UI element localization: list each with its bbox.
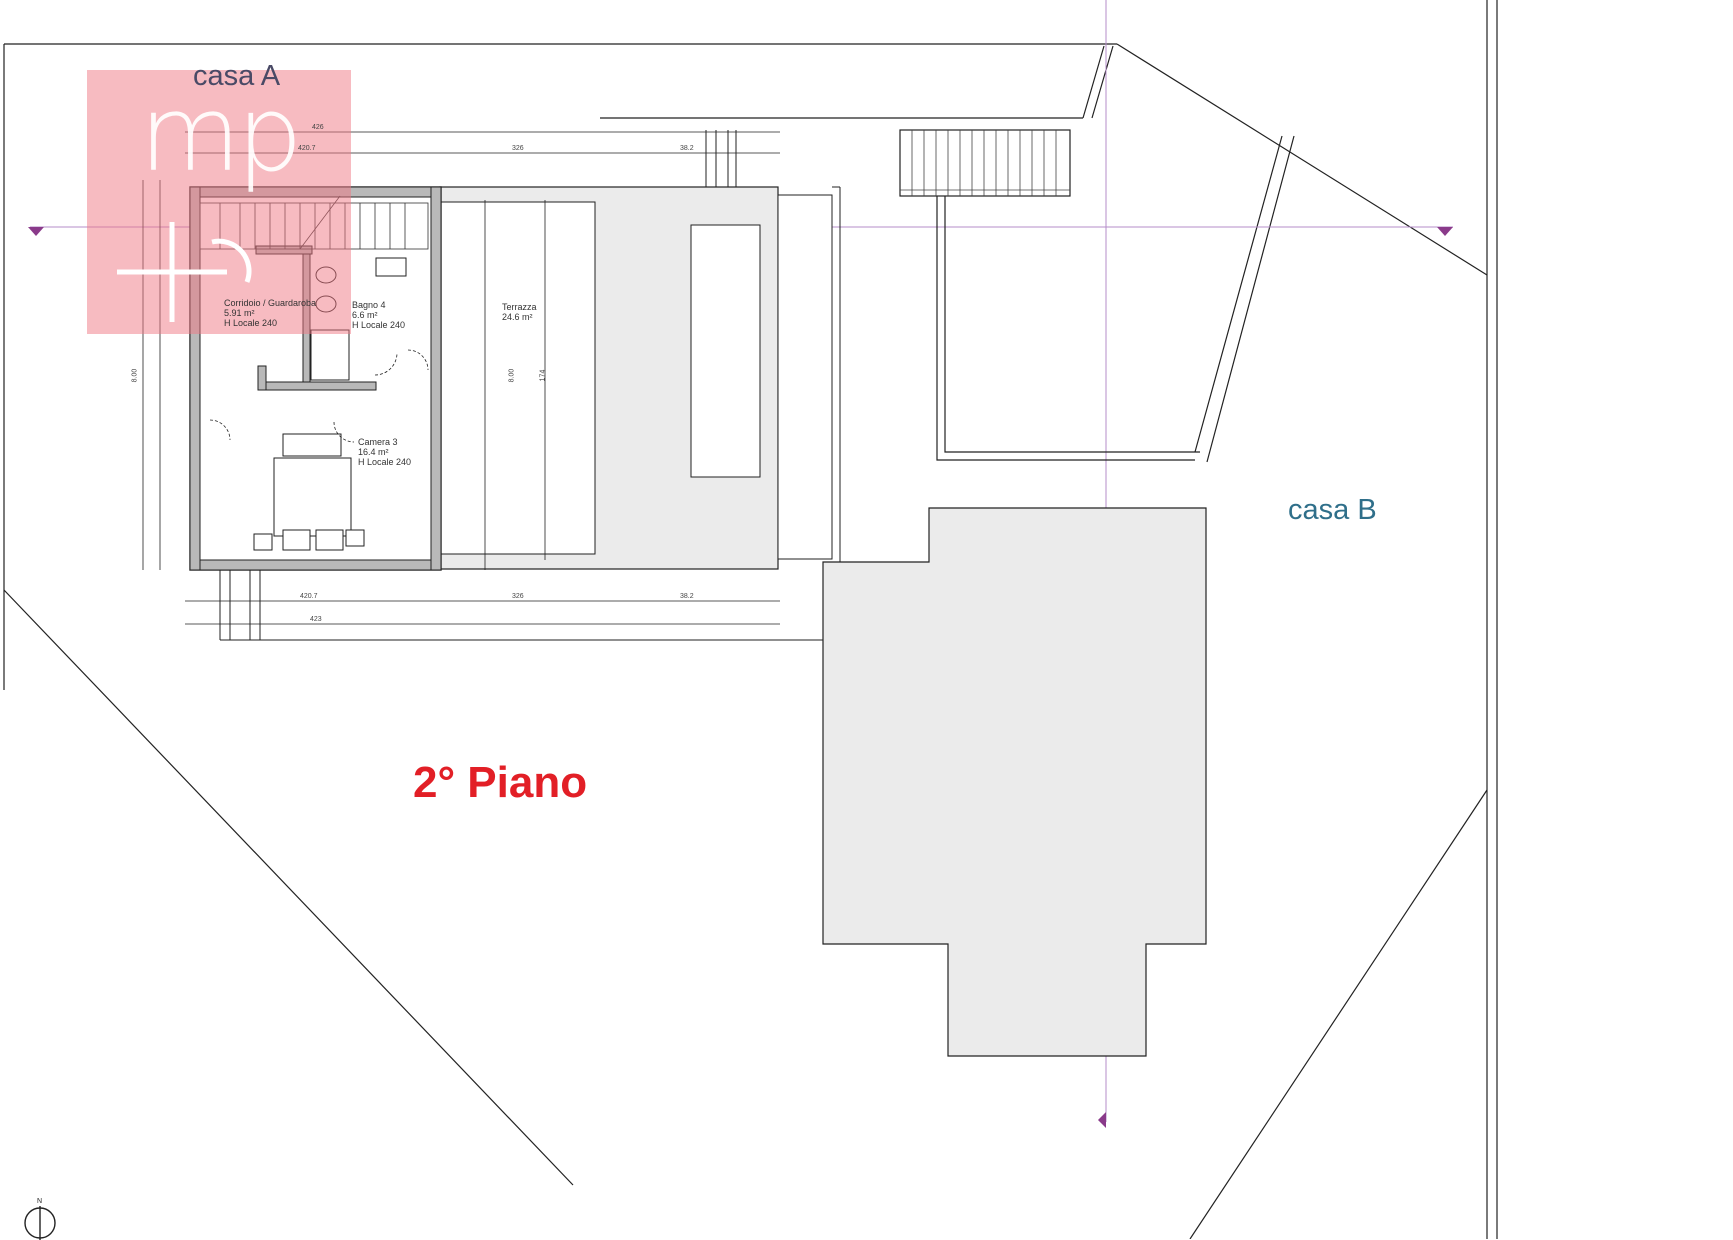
watermark-logo: mp xyxy=(87,70,351,334)
room-height: H Locale 240 xyxy=(358,457,412,467)
dim-bottom-mid: 326 xyxy=(512,593,524,600)
terrace-side xyxy=(219,130,841,641)
room-name: Bagno 4 xyxy=(352,300,386,310)
room-name: Terrazza xyxy=(502,302,537,312)
dim-bottom-overall: 423 xyxy=(310,616,322,623)
room-area: 16.4 m² xyxy=(358,447,389,457)
north-arrow-icon: N xyxy=(24,1198,56,1240)
upper-stairs xyxy=(900,130,1070,196)
upper-terrace-outline xyxy=(899,129,1200,461)
skylight xyxy=(690,224,761,478)
dim-top-left: 420.7 xyxy=(298,145,316,152)
room-area: 5.91 m² xyxy=(224,308,255,318)
logo-plus-icon xyxy=(117,222,252,322)
room-height: H Locale 240 xyxy=(352,320,406,330)
house-b-label: casa B xyxy=(1288,494,1377,526)
dim-top-mid: 326 xyxy=(512,145,524,152)
room-label-terrace: Terrazza 24.6 m² xyxy=(502,302,537,322)
house-a-label: casa A xyxy=(193,60,281,92)
dim-top-right: 38.2 xyxy=(680,145,694,152)
dim-top-overall: 426 xyxy=(312,124,324,131)
room-area: 24.6 m² xyxy=(502,312,533,322)
room-label-bath: Bagno 4 6.6 m² H Locale 240 xyxy=(352,300,405,330)
room-label-bedroom: Camera 3 16.4 m² H Locale 240 xyxy=(358,437,411,467)
property-lines xyxy=(3,43,1488,1239)
bedroom-furniture xyxy=(253,433,365,551)
drawing-frame xyxy=(3,0,1498,1239)
dim-terrace-depth: 174 xyxy=(539,369,547,382)
terrace-deck xyxy=(439,201,596,555)
svg-text:N: N xyxy=(37,1198,42,1205)
section-marker-icon xyxy=(28,227,1453,1128)
dim-bottom-right: 38.2 xyxy=(680,593,694,600)
room-height: H Locale 240 xyxy=(224,318,278,328)
room-label-corridor: Corridoio / Guardaroba 5.91 m² H Locale … xyxy=(224,298,316,328)
roof-footprint xyxy=(822,507,1207,1057)
dim-bottom-left: 420.7 xyxy=(300,593,318,600)
room-area: 6.6 m² xyxy=(352,310,378,320)
door-swings xyxy=(209,349,429,443)
dim-terrace-height: 8.00 xyxy=(508,368,516,383)
logo-text: mp xyxy=(139,73,302,195)
floor-title: 2° Piano xyxy=(413,758,588,807)
room-name: Corridoio / Guardaroba xyxy=(224,298,317,308)
room-name: Camera 3 xyxy=(358,437,398,447)
dim-left-height: 8.00 xyxy=(131,368,139,383)
